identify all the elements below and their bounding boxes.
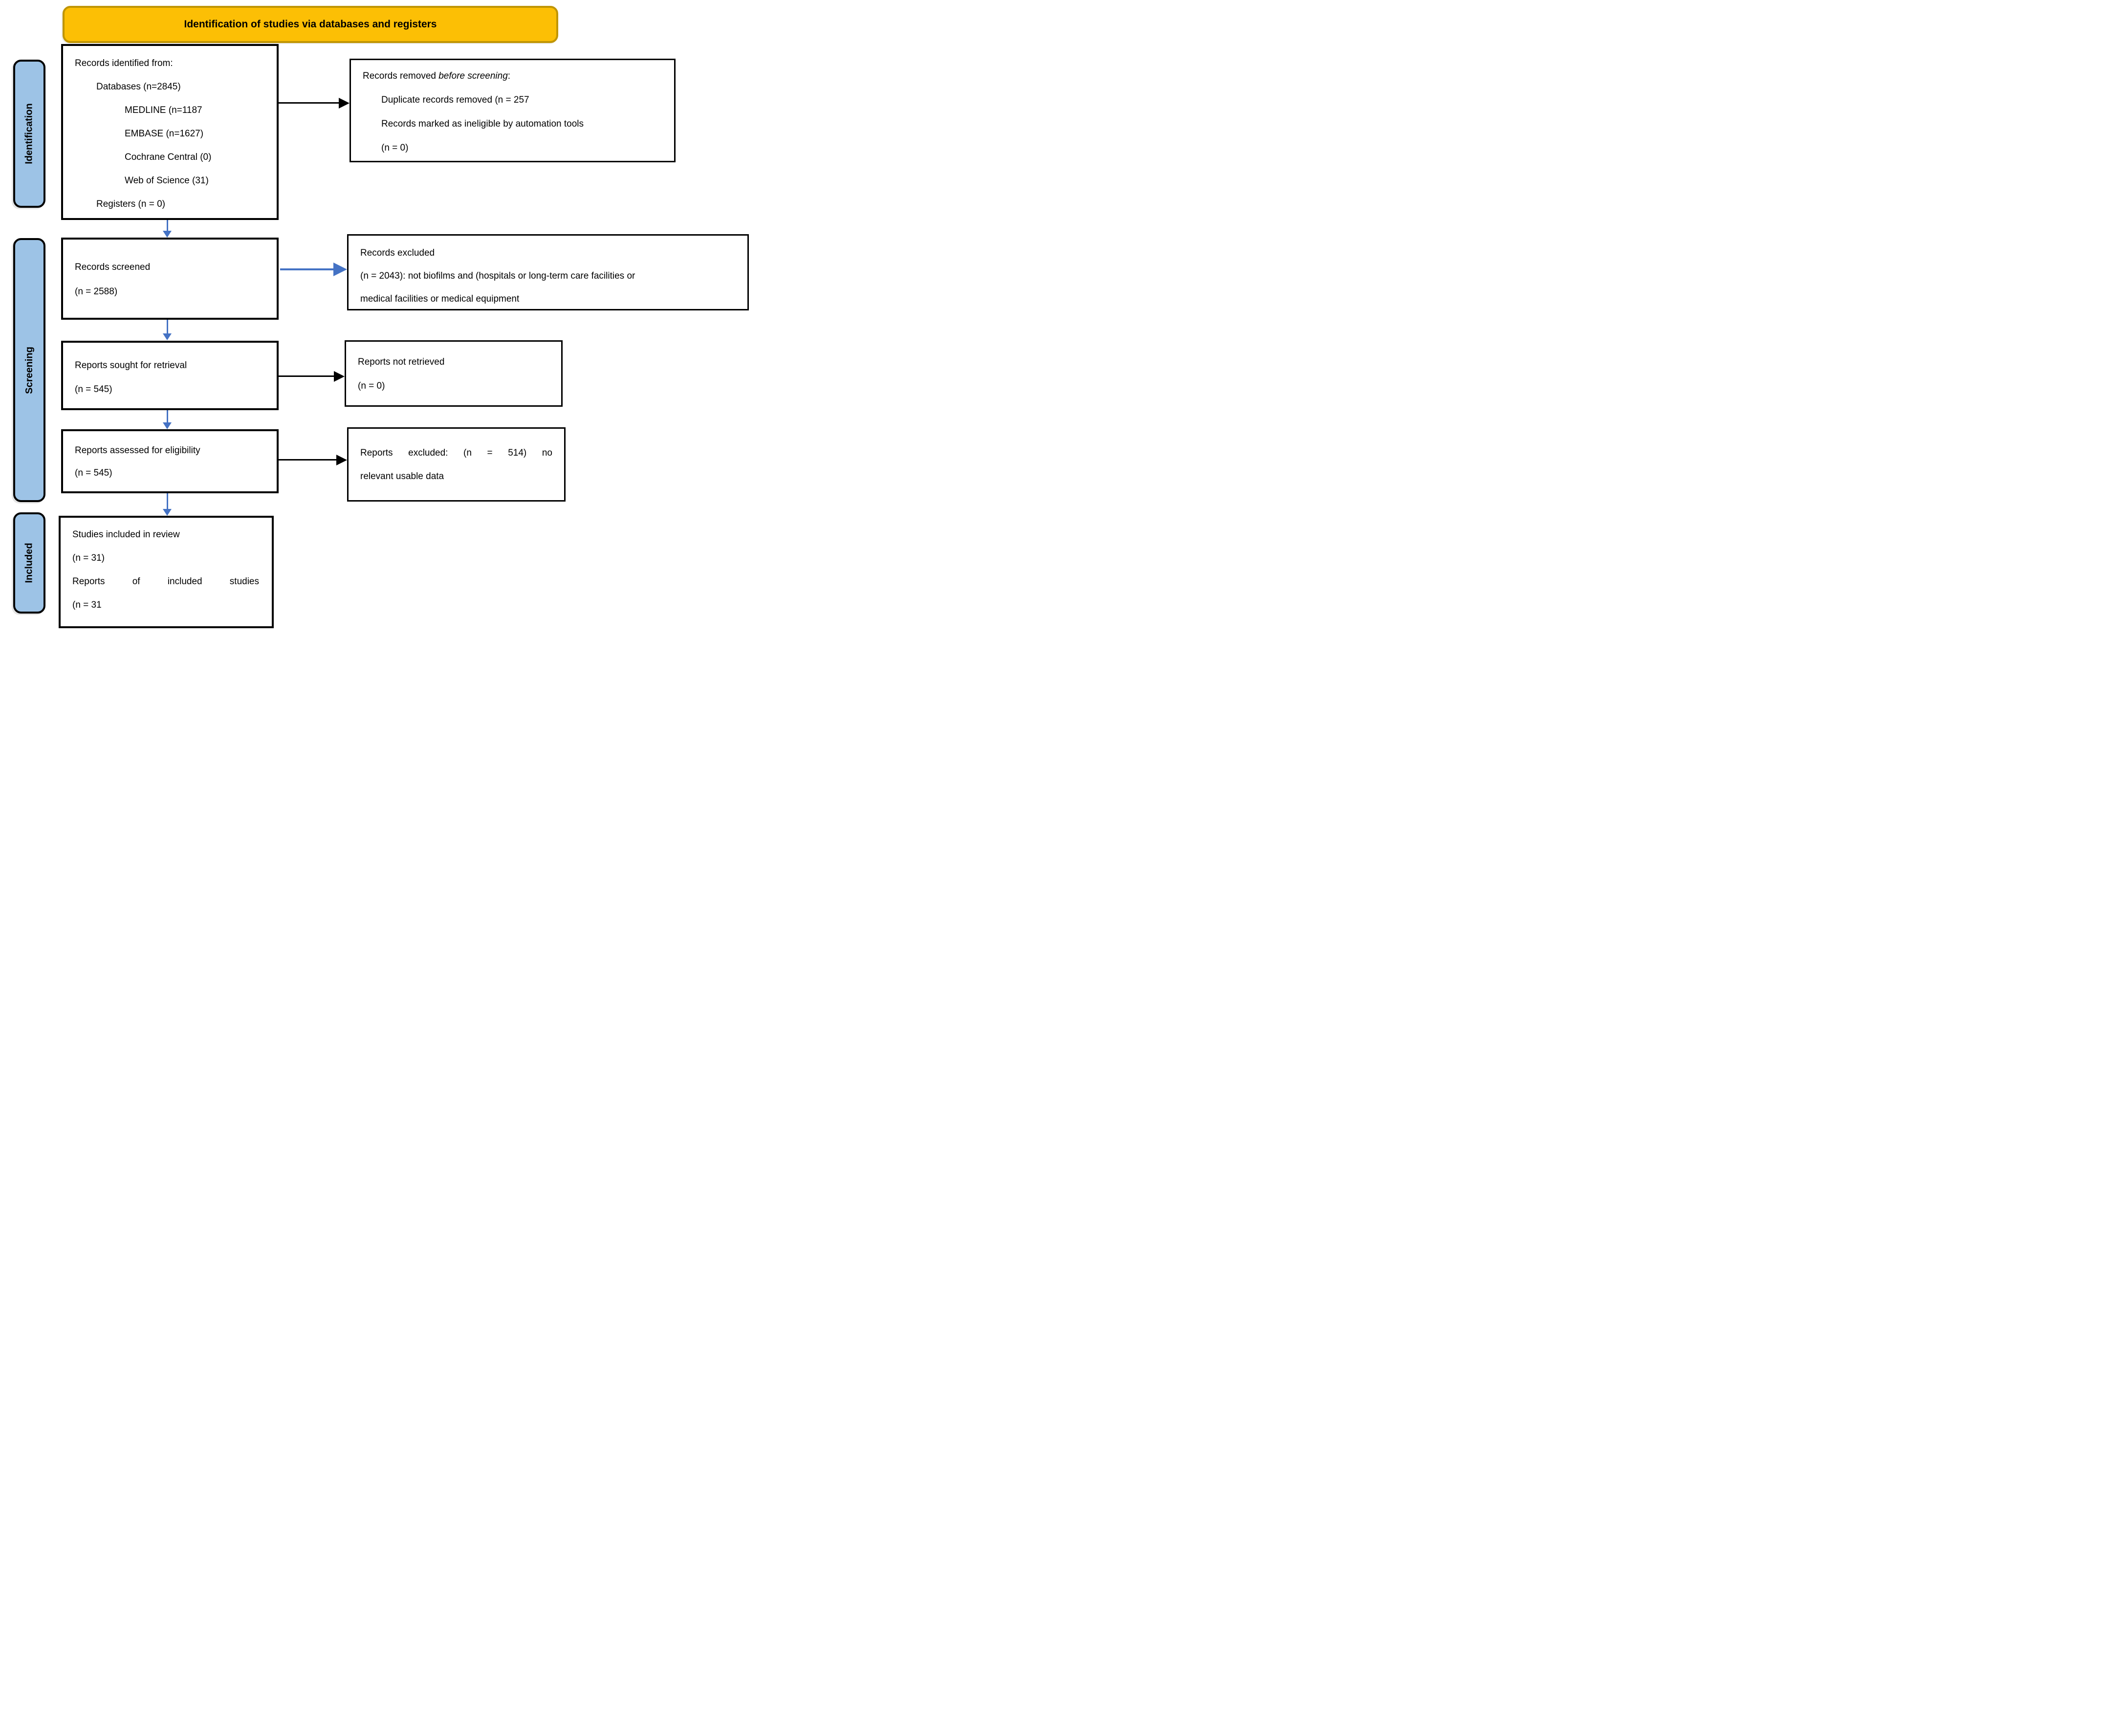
phase-label-identification-text: Identification: [23, 103, 35, 164]
reports-sought-line: Reports sought for retrieval: [75, 360, 187, 371]
records-screened-line: (n = 2588): [75, 286, 118, 297]
records-removed-suffix: :: [507, 71, 511, 81]
arrow-sought-to-assessed-head-icon: [163, 422, 172, 429]
studies-included-line: Reports of included studies: [72, 576, 259, 587]
records-identified-line: Web of Science (31): [125, 176, 209, 186]
records-removed-italic: before screening: [438, 71, 508, 81]
records-removed-line: (n = 0): [381, 143, 409, 153]
box-reports-excluded: Reports excluded: (n = 514) no relevant …: [347, 427, 566, 502]
records-removed-intro-line: Records removed before screening:: [351, 64, 674, 88]
arrow-assessed-to-included-head-icon: [163, 509, 172, 516]
arrow-identified-to-screened-shaft: [167, 220, 168, 232]
records-identified-line: Databases (n=2845): [96, 82, 181, 92]
arrow-identified-to-screened-head-icon: [163, 231, 172, 238]
records-screened-line: Records screened: [75, 262, 151, 272]
arrow-sought-to-not-retrieved-shaft: [279, 375, 335, 377]
records-identified-line: MEDLINE (n=1187: [125, 105, 202, 115]
arrow-screened-to-excluded-shaft: [280, 268, 334, 270]
reports-sought-line: (n = 545): [75, 384, 112, 395]
records-excluded-line: (n = 2043): not biofilms and (hospitals …: [360, 271, 635, 281]
records-identified-line: Cochrane Central (0): [125, 152, 212, 162]
arrow-sought-to-not-retrieved-head-icon: [334, 371, 345, 382]
box-reports-not-retrieved: Reports not retrieved (n = 0): [345, 340, 563, 407]
phase-label-screening-text: Screening: [23, 346, 35, 394]
arrow-assessed-to-included-shaft: [167, 493, 168, 509]
box-records-removed: Records removed before screening: Duplic…: [350, 59, 676, 162]
studies-included-line: Studies included in review: [72, 529, 180, 540]
arrow-identified-to-removed-head-icon: [339, 98, 350, 109]
prisma-flow-diagram: Identification of studies via databases …: [0, 0, 755, 628]
arrow-screened-to-sought-shaft: [167, 320, 168, 334]
records-removed-prefix: Records removed: [363, 71, 439, 81]
reports-excluded-line: relevant usable data: [360, 471, 444, 482]
reports-not-retrieved-line: Reports not retrieved: [358, 357, 445, 367]
phase-label-identification: Identification: [13, 60, 45, 208]
box-records-screened: Records screened (n = 2588): [61, 238, 279, 320]
arrow-sought-to-assessed-shaft: [167, 410, 168, 423]
studies-included-line: (n = 31): [72, 553, 105, 563]
box-studies-included: Studies included in review (n = 31) Repo…: [59, 516, 274, 628]
records-identified-line: Registers (n = 0): [96, 199, 165, 209]
records-excluded-line: Records excluded: [360, 248, 435, 258]
arrow-assessed-to-reports-excluded-head-icon: [336, 455, 347, 465]
title-banner: Identification of studies via databases …: [63, 6, 558, 43]
phase-label-screening: Screening: [13, 238, 45, 502]
arrow-assessed-to-reports-excluded-shaft: [279, 459, 337, 461]
records-identified-line: Records identified from:: [75, 58, 173, 68]
phase-label-included-text: Included: [23, 543, 35, 583]
box-reports-sought: Reports sought for retrieval (n = 545): [61, 341, 279, 410]
records-removed-line: Records marked as ineligible by automati…: [381, 119, 584, 129]
box-records-identified: Records identified from: Databases (n=28…: [61, 44, 279, 220]
reports-assessed-line: (n = 545): [75, 468, 112, 478]
arrow-identified-to-removed-shaft: [279, 102, 340, 104]
records-removed-line: Duplicate records removed (n = 257: [381, 95, 529, 105]
records-excluded-line: medical facilities or medical equipment: [360, 294, 520, 304]
phase-label-included: Included: [13, 512, 45, 614]
studies-included-line: (n = 31: [72, 600, 102, 610]
arrow-screened-to-sought-head-icon: [163, 333, 172, 340]
records-identified-line: EMBASE (n=1627): [125, 129, 204, 139]
reports-assessed-line: Reports assessed for eligibility: [75, 445, 200, 456]
reports-not-retrieved-line: (n = 0): [358, 381, 385, 391]
box-reports-assessed: Reports assessed for eligibility (n = 54…: [61, 429, 279, 493]
arrow-screened-to-excluded-head-icon: [333, 263, 347, 276]
box-records-excluded: Records excluded (n = 2043): not biofilm…: [347, 234, 749, 310]
reports-excluded-line: Reports excluded: (n = 514) no: [360, 448, 552, 458]
title-banner-label: Identification of studies via databases …: [184, 19, 437, 30]
